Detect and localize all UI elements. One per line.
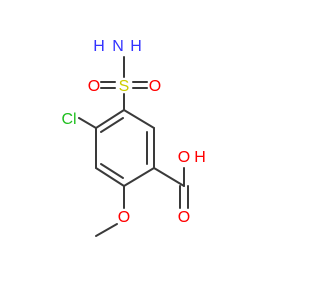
- atom-label-cl: Cl: [61, 111, 76, 128]
- ring-bond: [95, 109, 125, 129]
- c-c-bond: [153, 167, 185, 187]
- ring-bond: [123, 109, 155, 129]
- ring-bond-inner: [100, 117, 124, 133]
- ring-bond: [123, 167, 155, 187]
- o-ch3-bond: [95, 223, 118, 237]
- atom-labels: N H H S O O Cl O H O O: [61, 38, 205, 226]
- atom-label-h-acid: H: [194, 149, 206, 166]
- atom-label-n: N: [112, 38, 124, 55]
- bonds: [78, 56, 189, 237]
- structure-diagram: N H H S O O Cl O H O O: [61, 38, 206, 237]
- atom-label-s: S: [119, 78, 130, 95]
- ring-bond-inner: [100, 163, 124, 179]
- atom-label-o-carbonyl: O: [178, 209, 190, 226]
- atom-label-o-methoxy: O: [118, 209, 130, 226]
- ring-bond: [95, 167, 125, 187]
- atom-label-o-left: O: [88, 78, 100, 95]
- atom-label-o-right: O: [149, 78, 161, 95]
- c-cl-bond: [78, 117, 97, 129]
- atom-label-h-2: H: [130, 38, 142, 55]
- atom-label-h: H: [93, 38, 105, 55]
- atom-label-o-acid: O: [178, 149, 190, 166]
- molecule-canvas: N H H S O O Cl O H O O: [61, 38, 206, 237]
